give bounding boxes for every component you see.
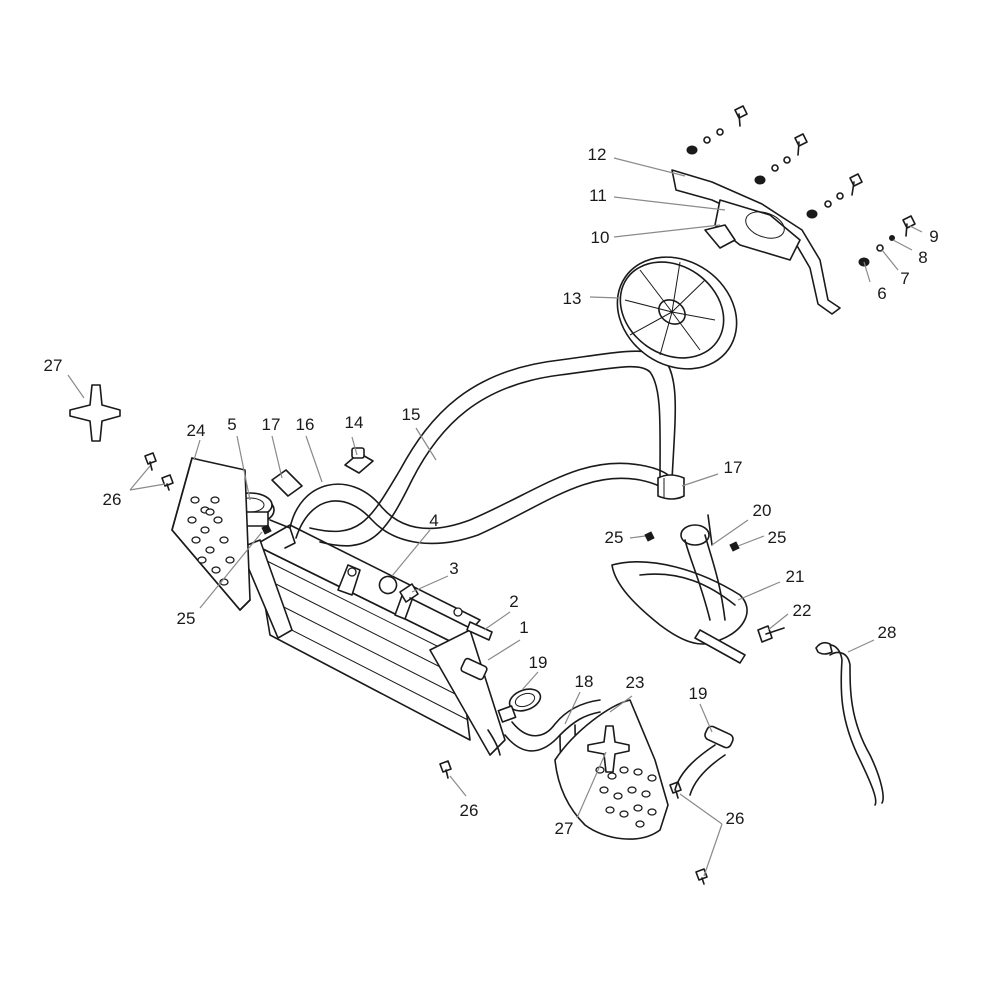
hose-clamp-19-left bbox=[497, 688, 542, 723]
cross-fastener-left bbox=[69, 384, 121, 442]
callout-23: 23 bbox=[626, 673, 645, 692]
callout-18: 18 bbox=[575, 672, 594, 691]
callout-8: 8 bbox=[918, 248, 927, 267]
shroud-vent-holes bbox=[187, 496, 235, 586]
callout-13: 13 bbox=[563, 289, 582, 308]
callout-14: 14 bbox=[345, 413, 364, 432]
callout-4: 4 bbox=[429, 511, 438, 530]
callout-26-right: 26 bbox=[726, 809, 745, 828]
right-shroud-vent-holes bbox=[595, 766, 657, 828]
callout-labels: 1 2 3 4 5 6 7 8 9 10 11 12 13 14 15 16 1… bbox=[44, 145, 939, 838]
fitting-14 bbox=[344, 447, 374, 474]
callout-10: 10 bbox=[591, 228, 610, 247]
leader-lines bbox=[67, 157, 923, 877]
tank-filler-20 bbox=[680, 514, 726, 621]
expansion-tank bbox=[611, 561, 748, 664]
callout-6: 6 bbox=[877, 284, 886, 303]
callout-7: 7 bbox=[900, 269, 909, 288]
hose-clamp-17-lower bbox=[657, 474, 685, 500]
callout-1: 1 bbox=[519, 618, 528, 637]
callout-21: 21 bbox=[786, 567, 805, 586]
callout-24: 24 bbox=[187, 421, 206, 440]
callout-26-bottom: 26 bbox=[460, 801, 479, 820]
bracket-screws bbox=[734, 105, 916, 237]
callout-25-mid: 25 bbox=[605, 528, 624, 547]
callout-11: 11 bbox=[589, 186, 607, 205]
callout-12: 12 bbox=[588, 145, 607, 164]
callout-25-left: 25 bbox=[177, 609, 196, 628]
hose-15 bbox=[309, 350, 677, 547]
screw-25 bbox=[261, 524, 740, 552]
hose-clamp-17-upper bbox=[271, 469, 303, 497]
left-shroud bbox=[171, 457, 251, 611]
callout-17-upper: 17 bbox=[262, 415, 281, 434]
grommet bbox=[378, 575, 398, 595]
callout-9: 9 bbox=[929, 227, 938, 246]
screws-26 bbox=[144, 452, 708, 885]
callout-27-bottom: 27 bbox=[555, 819, 574, 838]
callout-19-left: 19 bbox=[529, 653, 548, 672]
radiator-brackets bbox=[337, 564, 493, 641]
callout-2: 2 bbox=[509, 592, 518, 611]
radiator bbox=[239, 524, 506, 756]
hose-19-right bbox=[674, 725, 734, 796]
callout-17-lower: 17 bbox=[724, 458, 743, 477]
callout-19-right: 19 bbox=[689, 684, 708, 703]
callout-26-left: 26 bbox=[103, 490, 122, 509]
callout-25-right: 25 bbox=[768, 528, 787, 547]
bolt-22 bbox=[757, 625, 785, 643]
callout-3: 3 bbox=[449, 559, 458, 578]
bracket-washers-nuts bbox=[686, 128, 895, 267]
callout-15: 15 bbox=[402, 405, 421, 424]
callout-22: 22 bbox=[793, 601, 812, 620]
callout-16: 16 bbox=[296, 415, 315, 434]
bolt bbox=[466, 621, 493, 641]
callout-27-left: 27 bbox=[44, 356, 63, 375]
clip bbox=[399, 583, 419, 603]
callout-20: 20 bbox=[753, 501, 772, 520]
callout-5: 5 bbox=[227, 415, 236, 434]
hose-16 bbox=[289, 462, 681, 545]
callout-28: 28 bbox=[878, 623, 897, 642]
cooling-fan bbox=[616, 256, 738, 370]
cross-fastener-right bbox=[587, 725, 630, 773]
overflow-hose-28 bbox=[815, 641, 884, 806]
